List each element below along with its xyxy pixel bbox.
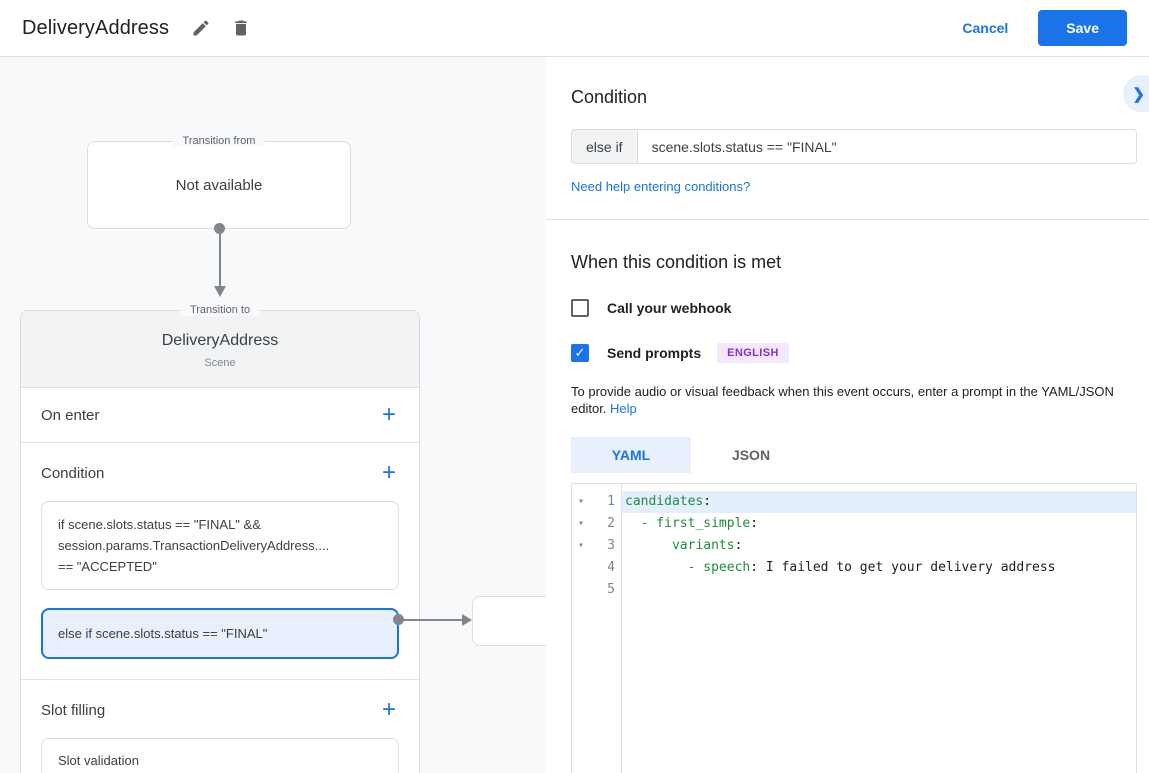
language-badge: ENGLISH: [717, 343, 789, 363]
on-enter-section: On enter +: [21, 388, 419, 443]
arrow-head-down-icon: [213, 286, 226, 297]
tab-yaml[interactable]: YAML: [571, 437, 691, 473]
webhook-checkbox[interactable]: [571, 299, 589, 317]
line-number: 1: [607, 494, 615, 509]
page-title: DeliveryAddress: [22, 16, 170, 39]
fold-arrow-icon[interactable]: ▾: [577, 518, 585, 529]
prompt-editor-description: To provide audio or visual feedback when…: [571, 384, 1114, 416]
condition-detail-panel: Condition ❯ else if Need help entering c…: [546, 57, 1149, 773]
tab-json[interactable]: JSON: [691, 437, 811, 473]
cancel-button[interactable]: Cancel: [946, 12, 1024, 44]
gutter-row: ▾ 2: [572, 513, 621, 535]
transition-from-legend: Transition from: [88, 135, 350, 147]
arrow-head-right-icon: [462, 614, 472, 626]
condition-met-title: When this condition is met: [571, 252, 782, 272]
code-line: - speech: I failed to get your delivery …: [625, 560, 1056, 575]
editor-gutter: ▾ 1 ▾ 2 ▾ 3 4 5: [572, 484, 622, 773]
connector-dot: [214, 223, 225, 234]
edit-button[interactable]: [181, 8, 221, 48]
transition-from-node: Transition from Not available: [87, 135, 351, 229]
top-bar: DeliveryAddress Cancel Save: [0, 0, 1149, 57]
pencil-icon: [191, 18, 211, 38]
condition-expression-row: else if: [571, 129, 1137, 164]
fold-arrow-icon[interactable]: [572, 579, 590, 601]
slot-item-validation[interactable]: Slot validation: [41, 738, 399, 773]
line-number: 3: [607, 538, 615, 553]
editor-format-tabs: YAML JSON: [571, 437, 1137, 473]
slot-filling-label: Slot filling: [41, 701, 106, 719]
chevron-right-icon: ❯: [1132, 85, 1145, 103]
check-icon: ✓: [574, 345, 586, 360]
line-number: 5: [607, 582, 615, 597]
connector-line: [218, 234, 221, 286]
code-line: [622, 579, 1136, 601]
code-line: candidates:: [622, 491, 1136, 513]
scene-card: Transition to DeliveryAddress Scene On e…: [20, 304, 420, 773]
gutter-row: ▾ 3: [572, 535, 621, 557]
transition-from-content: Not available: [175, 176, 263, 194]
condition-expression-input[interactable]: [637, 130, 1136, 163]
yaml-code-editor[interactable]: ▾ 1 ▾ 2 ▾ 3 4 5: [571, 483, 1137, 773]
editor-code-area[interactable]: candidates: - first_simple: variants: - …: [622, 484, 1136, 773]
scene-diagram-panel: Transition from Not available Transition…: [0, 57, 546, 773]
transition-arrow-down: [213, 223, 226, 297]
gutter-row: 4: [572, 557, 621, 579]
send-prompts-label: Send prompts: [607, 345, 702, 361]
condition-prefix-label: else if: [572, 130, 638, 163]
slot-filling-section: Slot filling + Slot validation Transacti…: [21, 680, 419, 773]
webhook-label: Call your webhook: [607, 300, 732, 316]
add-slot-button[interactable]: +: [373, 694, 405, 726]
help-link[interactable]: Help: [610, 401, 637, 416]
code-line: variants:: [625, 538, 743, 553]
code-line: - first_simple:: [625, 516, 759, 531]
scene-type-label: Scene: [204, 357, 236, 369]
condition-help-link[interactable]: Need help entering conditions?: [571, 179, 751, 194]
scene-card-header[interactable]: DeliveryAddress Scene: [21, 311, 419, 388]
scene-name: DeliveryAddress: [161, 332, 279, 349]
add-on-enter-button[interactable]: +: [373, 399, 405, 431]
line-number: 4: [607, 560, 615, 575]
transition-connector-dot: [393, 614, 404, 625]
condition-item-else-if-selected[interactable]: else if scene.slots.status == "FINAL": [41, 608, 399, 659]
collapse-panel-button[interactable]: ❯: [1123, 75, 1149, 112]
transition-target-node[interactable]: [472, 596, 546, 646]
send-prompts-checkbox[interactable]: ✓: [571, 344, 589, 362]
transition-connector-line: [402, 619, 464, 621]
on-enter-label: On enter: [41, 406, 100, 424]
call-webhook-row[interactable]: Call your webhook: [571, 299, 1137, 317]
condition-item-if[interactable]: if scene.slots.status == "FINAL" && sess…: [41, 501, 399, 590]
save-button[interactable]: Save: [1038, 10, 1127, 46]
fold-arrow-icon[interactable]: ▾: [577, 540, 585, 551]
delete-button[interactable]: [221, 8, 261, 48]
send-prompts-row[interactable]: ✓ Send prompts ENGLISH: [571, 343, 1137, 363]
condition-section: Condition + if scene.slots.status == "FI…: [21, 443, 419, 680]
gutter-row: ▾ 1: [572, 491, 621, 513]
line-number: 2: [607, 516, 615, 531]
trash-icon: [231, 18, 251, 38]
add-condition-button[interactable]: +: [373, 457, 405, 489]
condition-label: Condition: [41, 464, 105, 482]
gutter-row: 5: [572, 579, 621, 601]
panel-title: Condition: [571, 87, 648, 107]
fold-arrow-icon[interactable]: [572, 557, 590, 579]
section-divider: [546, 219, 1149, 220]
fold-arrow-icon[interactable]: ▾: [577, 496, 585, 507]
